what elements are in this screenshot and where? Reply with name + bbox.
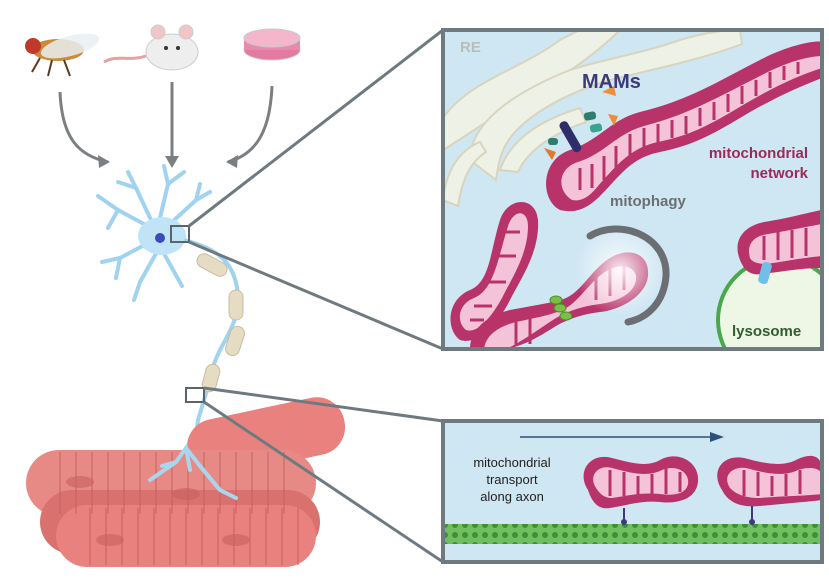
mams-proteins <box>544 86 618 160</box>
mitophagy-label: mitophagy <box>610 193 686 210</box>
mito-network-label-line2: network <box>750 165 808 182</box>
lysosome-label: lysosome <box>732 323 801 340</box>
phagophore <box>574 224 670 326</box>
transport-caption-line1: mitochondrial <box>473 455 550 470</box>
zoom-lines <box>188 28 444 564</box>
lysosome <box>716 256 822 349</box>
arrows-to-neuron <box>58 82 274 164</box>
mitochondrion-right <box>737 210 822 285</box>
muscle-fibers <box>26 387 346 567</box>
transport-mito-2 <box>717 455 822 525</box>
transport-caption-line3: along axon <box>480 489 544 504</box>
fission-proteins <box>549 295 573 321</box>
mouse-icon <box>103 24 199 71</box>
er-tubules <box>443 30 744 208</box>
organelle-panel: RE <box>441 28 824 351</box>
microtubule <box>443 524 822 544</box>
cell-dish-icon <box>243 28 301 61</box>
arrow-heads <box>98 155 238 168</box>
fly-icon <box>25 33 100 77</box>
re-label: RE <box>460 39 481 56</box>
mitochondrial-network <box>546 41 822 212</box>
mito-network-label-line1: mitochondrial <box>709 145 808 162</box>
transport-caption-line2: transport <box>486 472 538 487</box>
mams-label: MAMs <box>582 71 641 93</box>
mitochondrion-left <box>450 202 539 341</box>
transport-mito-1 <box>583 456 699 525</box>
transport-panel: mitochondrial transport along axon <box>441 419 824 564</box>
